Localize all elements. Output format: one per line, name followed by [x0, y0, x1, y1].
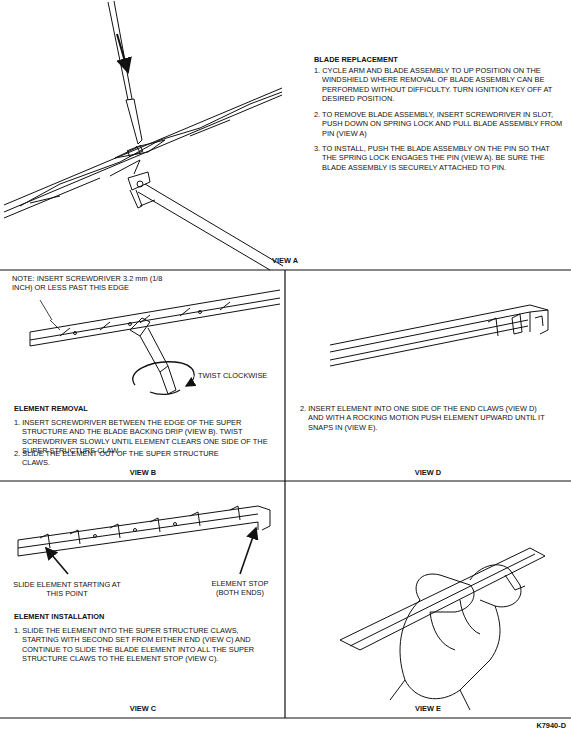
figure-number: K7940-D [470, 721, 566, 730]
section-heading: ELEMENT INSTALLATION [14, 612, 214, 621]
hands-view-e [340, 548, 545, 710]
svg-text:·: · [138, 153, 140, 159]
panel-grid [0, 270, 571, 718]
view-label: VIEW E [378, 704, 478, 713]
section-heading: ELEMENT REMOVAL [14, 404, 214, 413]
callout-label: ELEMENT STOP (BOTH ENDS) [200, 579, 280, 598]
leader-lines [40, 300, 52, 320]
view-label: VIEW D [378, 468, 478, 477]
view-label: VIEW C [93, 704, 193, 713]
instruction-step: 2. TO REMOVE BLADE ASSEMBLY, INSERT SCRE… [314, 110, 566, 138]
blade-end-view-d [330, 305, 548, 366]
note-text: NOTE: INSERT SCREWDRIVER 3.2 mm (1/8 INC… [12, 274, 182, 293]
instruction-step: 2. SLIDE THE ELEMENT OUT OF THE SUPER ST… [14, 449, 222, 468]
screwdriver-view-b [130, 318, 194, 394]
wiper-arm-view-a [128, 160, 283, 270]
wiper-blade-view-a: · [4, 88, 282, 218]
blade-view-b [30, 290, 280, 346]
section-heading: BLADE REPLACEMENT [314, 55, 564, 64]
blade-view-c [18, 506, 270, 574]
screwdriver-view-a [108, 1, 142, 144]
callout-label: SLIDE ELEMENT STARTING AT THIS POINT [12, 580, 122, 599]
instruction-step: 3. TO INSTALL, PUSH THE BLADE ASSEMBLY O… [314, 144, 566, 172]
instruction-step: 1. SLIDE THE ELEMENT INTO THE SUPER STRU… [14, 626, 268, 664]
view-label: VIEW A [235, 256, 335, 265]
instruction-step: 1. CYCLE ARM AND BLADE ASSEMBLY TO UP PO… [314, 66, 566, 104]
view-label: VIEW B [93, 468, 193, 477]
callout-label: TWIST CLOCKWISE [198, 371, 278, 380]
instruction-step: 2. INSERT ELEMENT INTO ONE SIDE OF THE E… [300, 404, 554, 432]
